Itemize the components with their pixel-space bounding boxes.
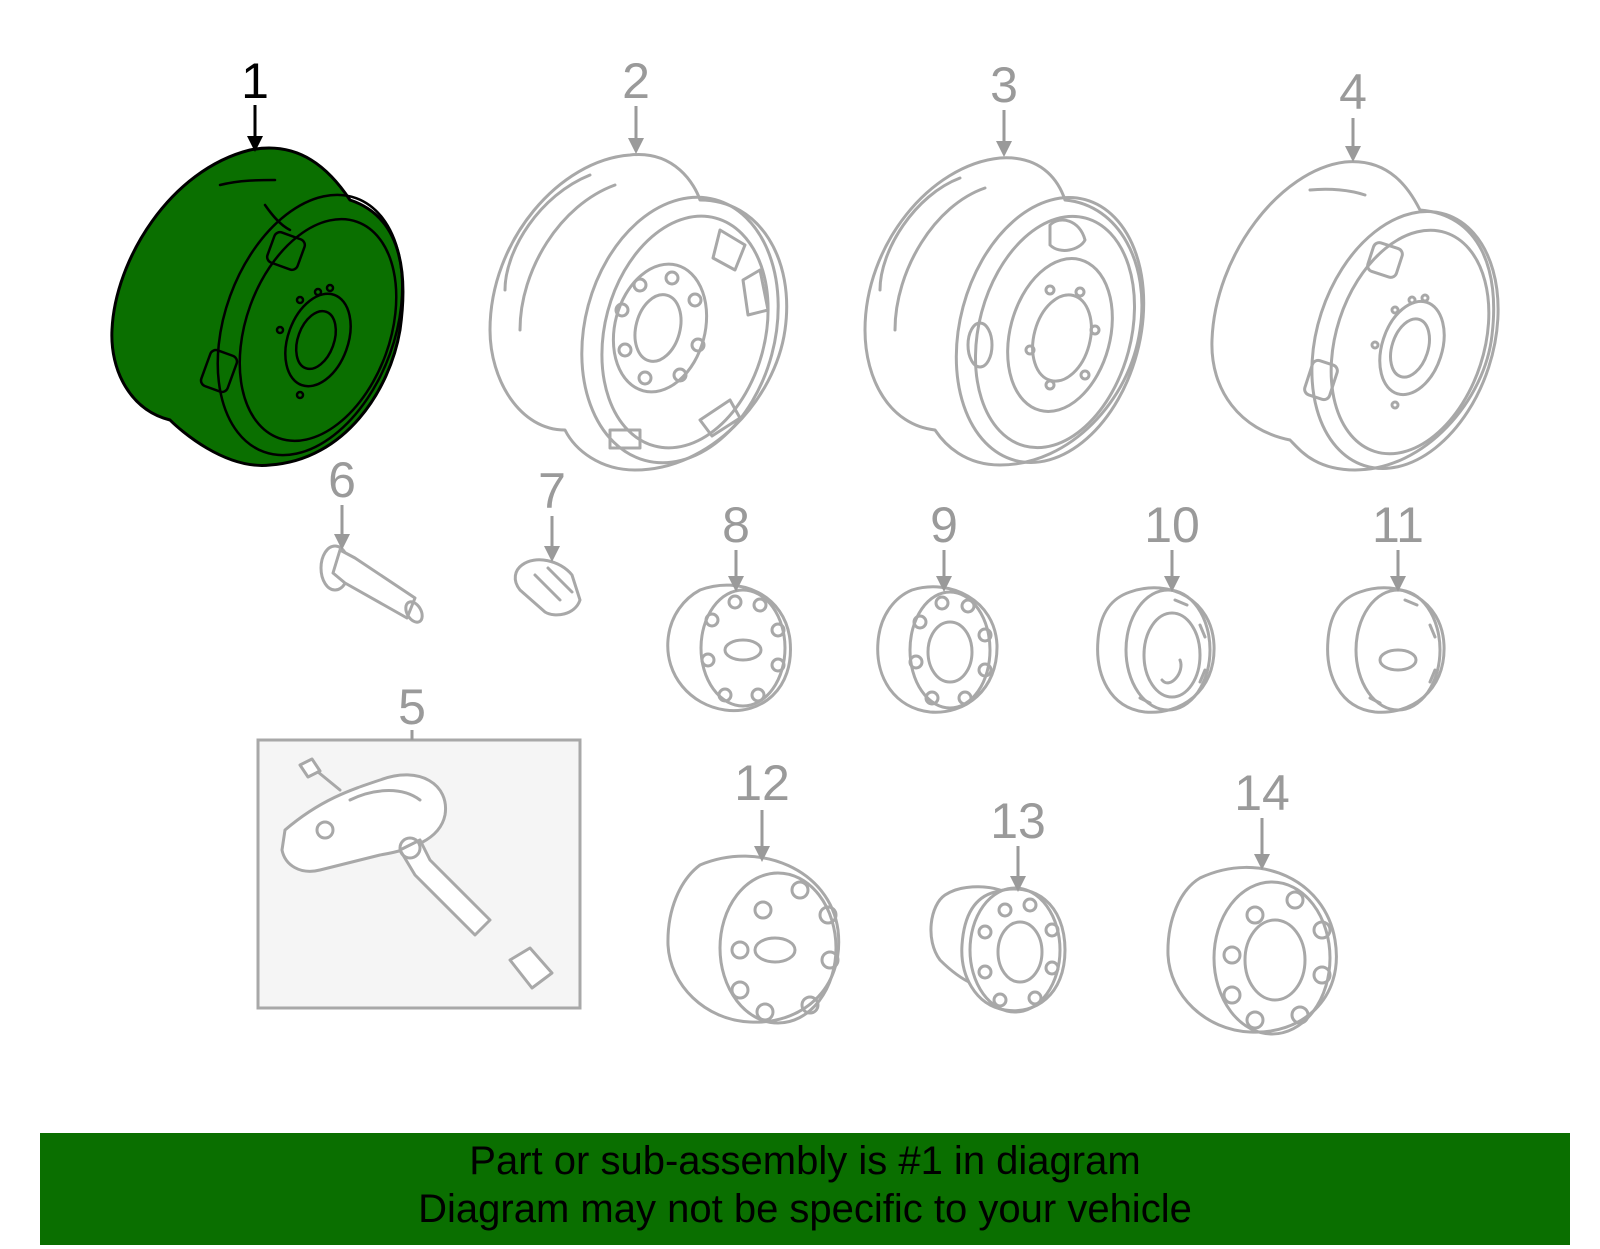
- callout-9: 9: [930, 497, 958, 553]
- callout-13: 13: [990, 793, 1046, 849]
- part-2-wheel[interactable]: [488, 153, 807, 485]
- diagram-notice-banner: Part or sub-assembly is #1 in diagram Di…: [40, 1133, 1570, 1245]
- part-12-hub-cap[interactable]: [666, 854, 841, 1025]
- part-9-center-cap[interactable]: [876, 585, 999, 714]
- callout-2: 2: [622, 53, 650, 109]
- part-5-tpms-sensor-kit[interactable]: [256, 738, 582, 1010]
- part-13-hub-cap[interactable]: [929, 885, 1067, 1014]
- callout-4: 4: [1339, 64, 1367, 120]
- part-14-hub-cap[interactable]: [1166, 865, 1338, 1036]
- part-1-wheel[interactable]: [110, 146, 436, 481]
- callout-6: 6: [328, 452, 356, 508]
- callout-7: 7: [538, 463, 566, 519]
- callout-14: 14: [1234, 765, 1290, 821]
- part-8-center-cap[interactable]: [666, 583, 792, 713]
- callout-10: 10: [1144, 497, 1200, 553]
- callout-5: 5: [398, 679, 426, 735]
- notice-line-2: Diagram may not be specific to your vehi…: [418, 1187, 1192, 1231]
- callout-11: 11: [1372, 497, 1424, 553]
- part-7-lug-nut[interactable]: [513, 558, 582, 617]
- part-4-wheel[interactable]: [1210, 160, 1530, 493]
- part-3-wheel[interactable]: [863, 156, 1172, 484]
- callout-3: 3: [990, 57, 1018, 113]
- callout-8: 8: [722, 497, 750, 553]
- notice-line-1: Part or sub-assembly is #1 in diagram: [469, 1139, 1141, 1183]
- callout-12: 12: [734, 755, 790, 811]
- callout-1: 1: [241, 53, 269, 109]
- part-6-valve-stem[interactable]: [319, 544, 426, 625]
- part-10-center-cap[interactable]: [1096, 586, 1216, 714]
- part-11-center-cap[interactable]: [1326, 586, 1446, 714]
